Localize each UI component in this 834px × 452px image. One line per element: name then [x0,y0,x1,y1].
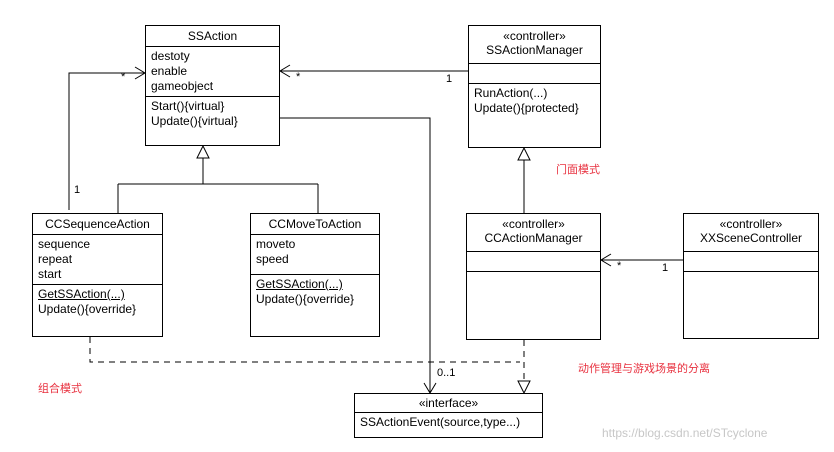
class-header: «controller» SSActionManager [469,26,600,63]
class-name: SSActionManager [486,43,583,57]
attribute: start [38,267,62,281]
multiplicity-label: * [617,260,622,272]
class-ccsequenceaction: CCSequenceAction sequence repeat start G… [32,213,163,337]
method: Update(){override} [38,302,137,316]
note-facade-pattern: 门面模式 [556,163,600,176]
method: Update(){virtual} [151,114,238,128]
static-method: GetSSAction(...) [256,277,343,291]
multiplicity-label: * [121,71,126,83]
gen-ccmgr-triangle [517,146,531,161]
attributes-section [684,251,818,271]
methods-section: RunAction(...) Update(){protected} [469,83,600,118]
attribute: moveto [256,237,296,251]
class-name: CCSequenceAction [45,217,150,231]
interface-ssactionevent: «interface» SSActionEvent(source,type...… [354,393,543,438]
class-name: CCActionManager [484,231,583,245]
class-name: SSAction [187,29,238,43]
method: SSActionEvent(source,type...) [360,415,521,429]
gen-ssaction-triangle [196,144,210,159]
class-ssaction: SSAction destoty enable gameobject Start… [145,25,280,146]
stereotype: «controller» [719,217,783,231]
assoc-scene-ccmgr-arrowhead [600,253,612,267]
assoc-ssaction-interface [280,117,431,393]
methods-section: GetSSAction(...) Update(){override} [251,274,379,309]
attribute: sequence [38,237,91,251]
class-name: CCMoveToAction [268,217,362,231]
attribute: gameobject [151,79,214,93]
methods-section: Start(){virtual} Update(){virtual} [146,96,279,131]
attributes-section: sequence repeat start [33,234,162,284]
class-xxscenecontroller: «controller» XXSceneController [683,213,819,339]
class-ccmovetoaction: CCMoveToAction moveto speed GetSSAction(… [250,213,380,337]
stereotype: «controller» [502,217,565,231]
attribute: destoty [151,49,190,63]
attribute: speed [256,252,289,266]
method: RunAction(...) [474,86,548,100]
methods-section: GetSSAction(...) Update(){override} [33,284,162,319]
class-ssactionmanager: «controller» SSActionManager RunAction(.… [468,25,601,148]
methods-section [467,271,600,276]
attribute: repeat [38,252,73,266]
assoc-seq-ssaction [68,72,145,210]
method: Update(){override} [256,292,355,306]
realize-seq-interface [89,337,520,363]
methods-section: SSActionEvent(source,type...) [355,412,542,432]
class-header: «controller» CCActionManager [467,214,600,251]
method: Update(){protected} [474,101,579,115]
stereotype: «interface» [418,396,479,410]
multiplicity-label: 1 [662,262,669,274]
multiplicity-label: 0..1 [437,367,456,379]
attributes-section [469,63,600,83]
attributes-section [467,251,600,271]
note-separation: 动作管理与游戏场景的分离 [578,362,710,375]
attributes-section: moveto speed [251,234,379,274]
realize-triangle [517,380,531,395]
multiplicity-label: 1 [446,73,453,85]
stereotype: «controller» [503,29,566,43]
note-composite-pattern: 组合模式 [38,382,82,395]
class-ccactionmanager: «controller» CCActionManager [466,213,601,340]
assoc-mgr-ssaction-arrowhead [279,64,291,78]
multiplicity-label: 1 [74,184,81,196]
attribute: enable [151,64,188,78]
attributes-section: destoty enable gameobject [146,46,279,96]
multiplicity-label: * [296,71,301,83]
static-method: GetSSAction(...) [38,287,125,301]
class-header: «controller» XXSceneController [684,214,818,251]
method: Start(){virtual} [151,99,225,113]
class-name: XXSceneController [699,231,803,245]
methods-section [684,271,818,276]
watermark: https://blog.csdn.net/STcyclone [602,426,768,440]
